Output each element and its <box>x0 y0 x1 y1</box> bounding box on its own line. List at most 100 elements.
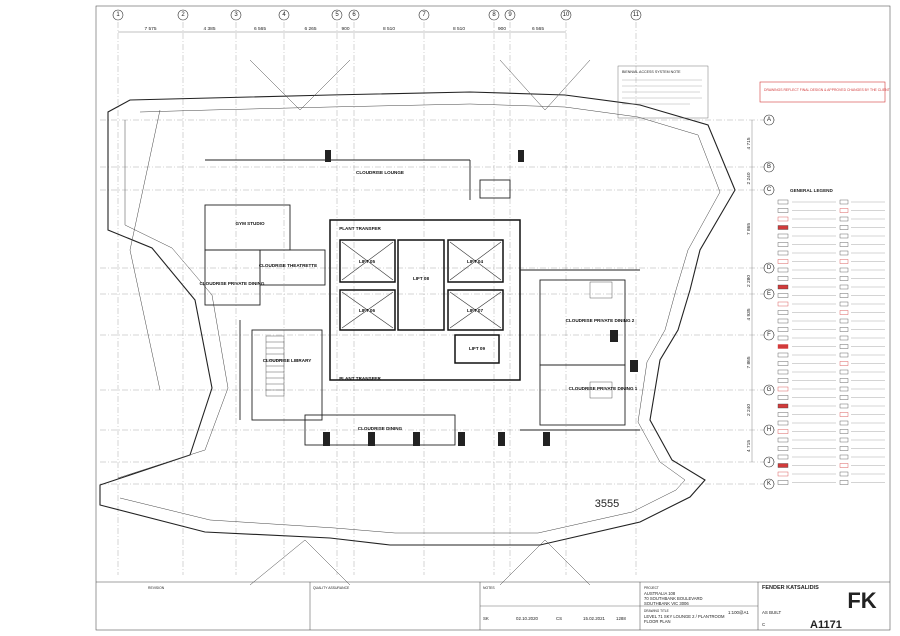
grid-label: E <box>767 291 771 297</box>
sheet-border <box>95 5 891 631</box>
project-line: 70 SOUTHBANK BOULEVARD <box>644 596 703 601</box>
legend-swatch <box>777 208 789 213</box>
dim-text: 6 265 <box>304 26 316 32</box>
legend-swatch <box>839 437 849 443</box>
legend-swatch <box>777 386 789 392</box>
grid-label: D <box>767 265 772 271</box>
grid-bubble: 3 <box>230 9 242 21</box>
legend-swatch <box>839 225 849 230</box>
drawing-title-line: FLOOR PLAN <box>644 619 671 624</box>
dim-text: 7 575 <box>144 26 156 32</box>
legend-swatch <box>839 242 849 247</box>
legend-swatch <box>839 301 849 307</box>
dim-text: 7 865 <box>746 356 752 368</box>
grid-label: B <box>767 164 771 170</box>
legend-swatch <box>839 250 849 256</box>
legend-swatch <box>777 446 789 451</box>
checked-by: CS <box>556 616 562 621</box>
legend-swatch <box>839 369 849 375</box>
room-label: CLOUDRISE PRIVATE DINING 1 <box>569 386 638 391</box>
legend-swatch <box>777 250 789 256</box>
job-no: 1288 <box>616 616 626 621</box>
drawing-title-line: LEVEL 71 SKY LOUNGE 2 / PLANTROOM <box>644 614 725 619</box>
legend-swatch <box>839 293 849 298</box>
grid-label: 11 <box>633 12 640 18</box>
company-name: FENDER KATSALIDIS <box>762 585 819 591</box>
grid-label: 6 <box>352 12 356 18</box>
grid-label: F <box>767 332 771 338</box>
project-label: PROJECT <box>644 586 659 590</box>
legend-swatch <box>839 378 849 383</box>
legend-swatch <box>839 361 849 366</box>
legend-swatch <box>839 267 849 273</box>
grid-bubble: E <box>763 288 775 300</box>
legend-swatch <box>839 216 849 222</box>
grid-bubble: 4 <box>278 9 290 21</box>
grid-bubble: D <box>763 262 775 274</box>
grid-bubble: G <box>763 384 775 396</box>
fk-logo: FK <box>847 588 876 613</box>
bmu-note: BIENNIAL ACCESS SYSTEM NOTE <box>617 65 709 119</box>
grid-bubble: 7 <box>418 9 430 21</box>
room-label: LIFT 04 <box>467 259 484 264</box>
legend-swatch <box>777 369 789 375</box>
grid-bubble: K <box>763 478 775 490</box>
legend-swatch <box>777 471 789 477</box>
core-walls <box>329 219 521 381</box>
legend-swatch <box>777 429 789 434</box>
room-label: PLANT TRANSFER <box>339 376 381 381</box>
dim-text: 4 715 <box>746 440 752 452</box>
legend-swatch <box>777 327 789 332</box>
grid-bubble: 9 <box>504 9 516 21</box>
dim-text: 8 510 <box>383 26 395 32</box>
grid-bubble: F <box>763 329 775 341</box>
legend-swatch <box>839 463 849 468</box>
grid-bubble: A <box>763 114 775 126</box>
dim-text: 7 865 <box>746 223 752 235</box>
project-line: AUSTRALIA 108 <box>644 591 676 596</box>
legend-swatch <box>839 233 849 239</box>
legend-swatch <box>777 454 789 460</box>
quality-label: QUALITY ASSURANCE <box>313 586 350 590</box>
room-label: CLOUDRISE LOUNGE <box>356 170 404 175</box>
grid-bubble: C <box>763 184 775 196</box>
legend-swatch <box>777 344 789 349</box>
legend-swatch <box>839 259 849 264</box>
legend-swatch <box>777 403 789 409</box>
room-label: LIFT 05 <box>359 259 376 264</box>
legend-swatch <box>777 395 789 400</box>
room-label: CLOUDRISE PRIVATE DINING <box>200 281 265 286</box>
grid-bubble: 10 <box>560 9 572 21</box>
grid-label: 3 <box>234 12 238 18</box>
legend-swatch <box>839 429 849 434</box>
grid-label: 4 <box>282 12 286 18</box>
legend-swatch <box>839 327 849 332</box>
stairs <box>265 281 613 399</box>
svg-text:DRAWINGS REFLECT FINAL DESIGN: DRAWINGS REFLECT FINAL DESIGN & APPROVED… <box>764 88 890 92</box>
slab-edge <box>99 91 736 546</box>
svg-text:GENERAL LEGEND: GENERAL LEGEND <box>790 188 833 193</box>
scale: 1:100@A1 <box>728 610 749 615</box>
legend-swatch <box>777 301 789 307</box>
project-line: SOUTHBANK VIC 3006 <box>644 601 689 606</box>
legend-swatch <box>839 446 849 451</box>
room-label: LIFT 06 <box>359 308 376 313</box>
room-label: CLOUDRISE THEATRETTE <box>259 263 317 268</box>
legend-swatch <box>839 352 849 358</box>
dim-text: 4 385 <box>203 26 215 32</box>
grid-bubble: J <box>763 456 775 468</box>
grid-label: G <box>767 387 772 393</box>
legend-swatch <box>839 471 849 477</box>
dim-text: 8 510 <box>453 26 465 32</box>
dim-text: 900 <box>498 26 506 32</box>
legend-swatch <box>839 208 849 213</box>
legend-swatch <box>777 420 789 426</box>
legend-swatch <box>777 199 789 205</box>
room-label: CLOUDRISE LIBRARY <box>263 358 312 363</box>
legend-swatch <box>839 310 849 315</box>
drawn-by: SK <box>483 616 489 621</box>
date: 02.10.2020 <box>516 616 539 621</box>
legend-swatch <box>777 267 789 273</box>
grid-bubble: 2 <box>177 9 189 21</box>
